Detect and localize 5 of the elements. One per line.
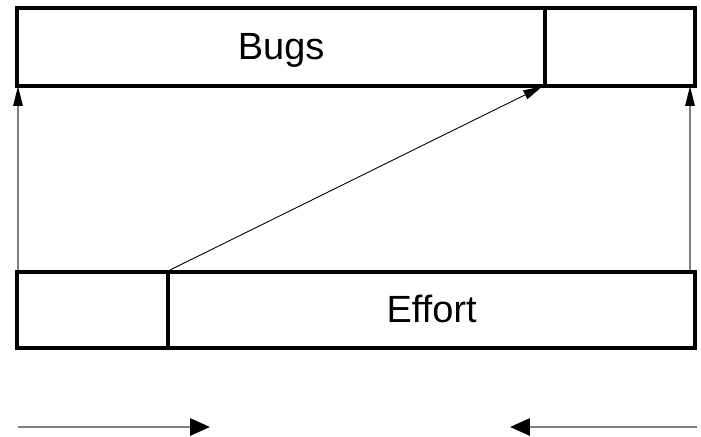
arrow <box>170 86 544 270</box>
arrow <box>13 86 23 270</box>
bar-label: Effort <box>386 288 477 332</box>
arrow <box>685 86 695 270</box>
bar-label: Bugs <box>238 26 324 68</box>
